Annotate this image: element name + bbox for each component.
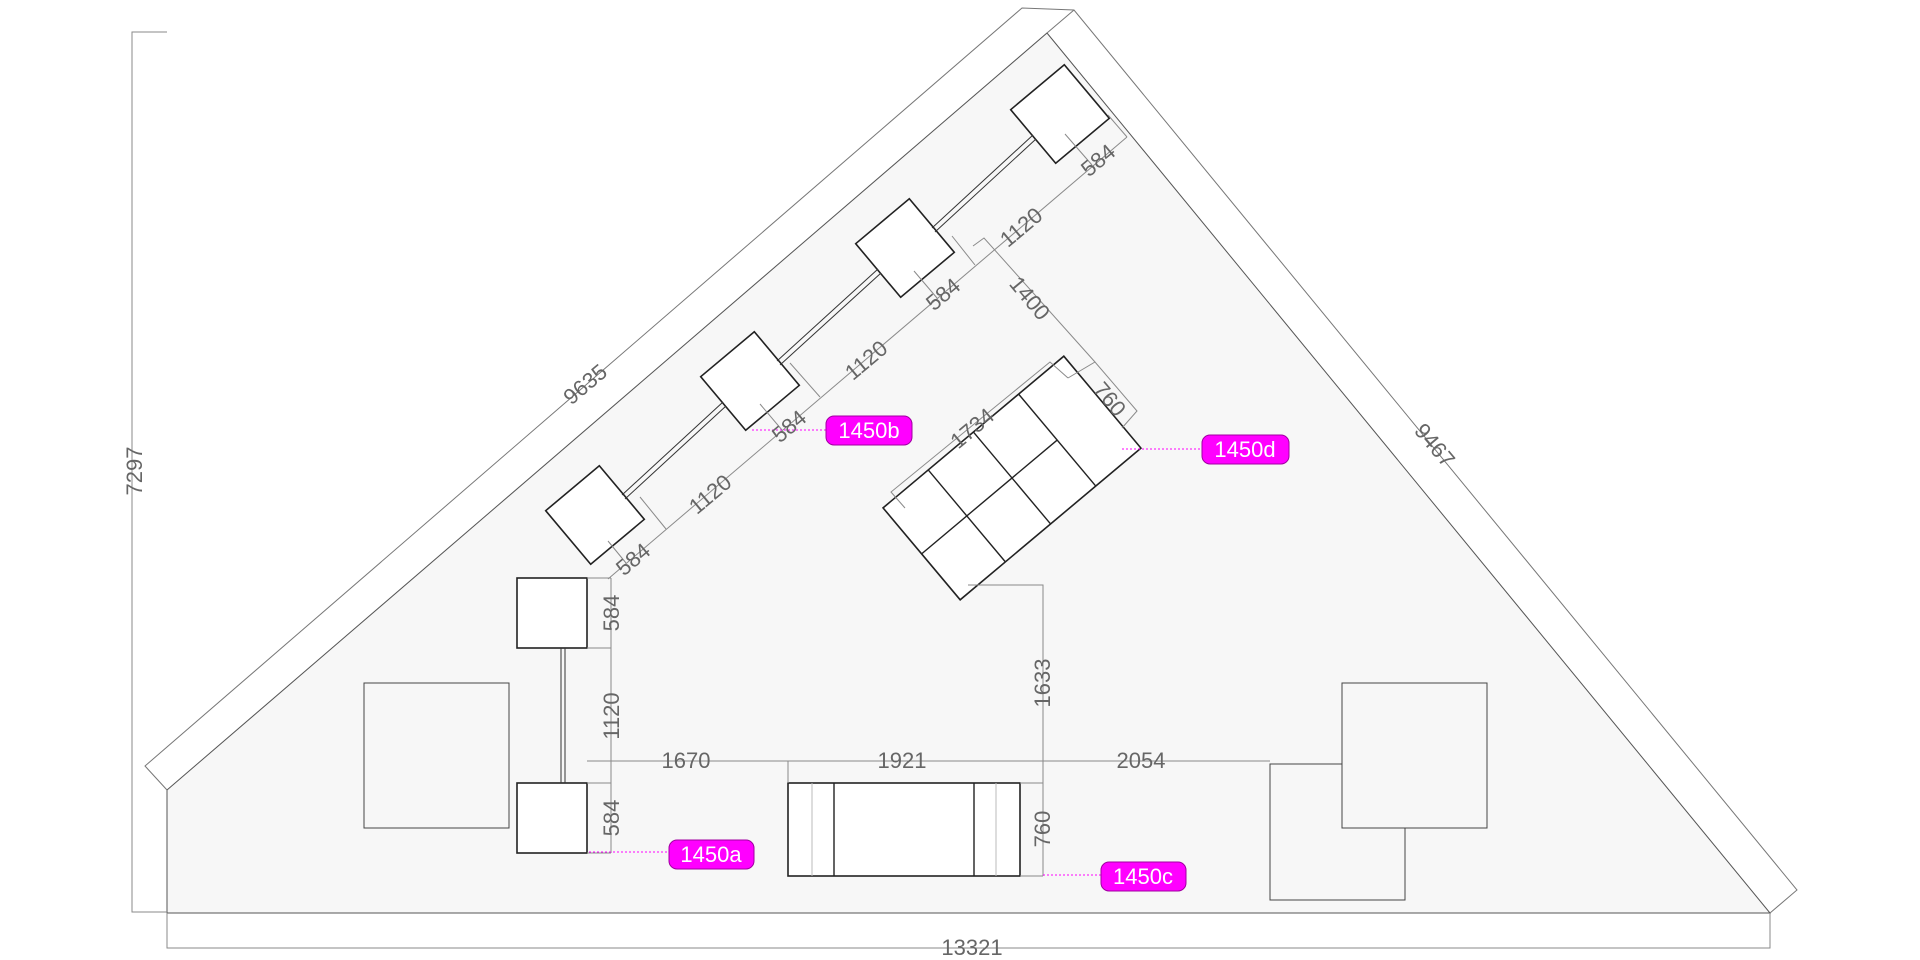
diag-connector-3 bbox=[931, 134, 1034, 229]
diag-connector-3b bbox=[934, 138, 1037, 233]
grid-distance-top-line bbox=[972, 237, 1096, 363]
outer-boundary-corner bbox=[1046, 9, 1075, 34]
label-1450d-badge bbox=[1201, 434, 1290, 465]
height-dimension-line bbox=[131, 31, 167, 913]
dim-overall-width: 13321 bbox=[941, 935, 1002, 960]
vertical-square-pair bbox=[516, 577, 612, 854]
square-vert-bottom bbox=[516, 782, 588, 854]
grid-block-div-2 bbox=[972, 431, 1052, 525]
grid-block bbox=[881, 237, 1143, 761]
label-1450a-text: 1450a bbox=[680, 842, 742, 867]
dim-vert-top-offset: 584 bbox=[599, 595, 624, 632]
dim-vert-bottom-offset: 584 bbox=[599, 800, 624, 837]
diagonal-square-row bbox=[544, 63, 1128, 580]
diag-connector-2b bbox=[779, 272, 882, 366]
label-1450a[interactable]: 1450a bbox=[668, 839, 755, 870]
dim-hypotenuse-right: 9467 bbox=[1409, 418, 1460, 472]
part-labels: 1450a 1450b 1450c 1450d bbox=[668, 415, 1290, 892]
grid-offset-dimension-line bbox=[1067, 361, 1138, 429]
platform-outline bbox=[787, 782, 1021, 877]
square-vert-top bbox=[516, 577, 588, 649]
label-1450b-badge bbox=[825, 415, 913, 446]
dim-grid-distance-down: 1633 bbox=[1030, 659, 1055, 708]
square-diag-2 bbox=[699, 330, 801, 432]
square-diag-1 bbox=[544, 464, 646, 566]
dim-vert-spacing: 1120 bbox=[599, 692, 624, 739]
right-extension bbox=[1269, 763, 1406, 901]
square-right bbox=[1341, 682, 1488, 829]
dim-bottom-span-left: 1670 bbox=[662, 748, 711, 773]
dim-bottom-offset: 760 bbox=[1030, 811, 1055, 848]
bottom-row-dimensions bbox=[587, 760, 1270, 877]
grid-block-div-1 bbox=[927, 469, 1006, 563]
width-dimension-line bbox=[166, 913, 1771, 949]
diag-tick-6 bbox=[951, 235, 976, 266]
label-1450b-text: 1450b bbox=[838, 418, 899, 443]
square-diag-3 bbox=[854, 197, 956, 299]
diag-tick-1 bbox=[607, 540, 627, 564]
diag-connector-1 bbox=[621, 401, 724, 496]
diag-connector-1b bbox=[624, 405, 727, 500]
grid-width-dimension-line bbox=[890, 361, 1069, 509]
label-1450b[interactable]: 1450b bbox=[825, 415, 913, 446]
outer-boundary bbox=[144, 7, 1798, 914]
square-diag-4 bbox=[1009, 63, 1111, 165]
diag-row-dimension-line bbox=[607, 136, 1128, 580]
diag-tick-5 bbox=[913, 270, 938, 299]
label-1450c[interactable]: 1450c bbox=[1100, 861, 1187, 892]
label-1450c-badge bbox=[1100, 861, 1187, 892]
bottom-platform bbox=[787, 782, 1021, 877]
diag-tick-4 bbox=[789, 362, 821, 398]
dim-overall-height: 7297 bbox=[122, 447, 147, 496]
dim-bottom-span-right: 2054 bbox=[1117, 748, 1166, 773]
diag-tick-8 bbox=[1107, 114, 1128, 138]
diag-tick-7 bbox=[1064, 133, 1093, 166]
grid-block-div-3 bbox=[1018, 393, 1097, 487]
diag-tick-2 bbox=[639, 496, 667, 530]
overall-dimensions bbox=[131, 31, 1771, 949]
label-1450d[interactable]: 1450d bbox=[1201, 434, 1290, 465]
square-left bbox=[363, 682, 510, 829]
label-1450a-badge bbox=[668, 839, 755, 870]
diag-connector-2 bbox=[776, 268, 879, 362]
dim-bottom-span-mid: 1921 bbox=[878, 748, 927, 773]
diag-tick-3 bbox=[759, 403, 783, 431]
label-1450c-text: 1450c bbox=[1113, 864, 1173, 889]
grid-block-mid-h bbox=[921, 439, 1058, 555]
label-1450d-text: 1450d bbox=[1214, 437, 1275, 462]
label-leaders bbox=[589, 429, 1202, 876]
grid-distance-down-line bbox=[968, 584, 1044, 761]
